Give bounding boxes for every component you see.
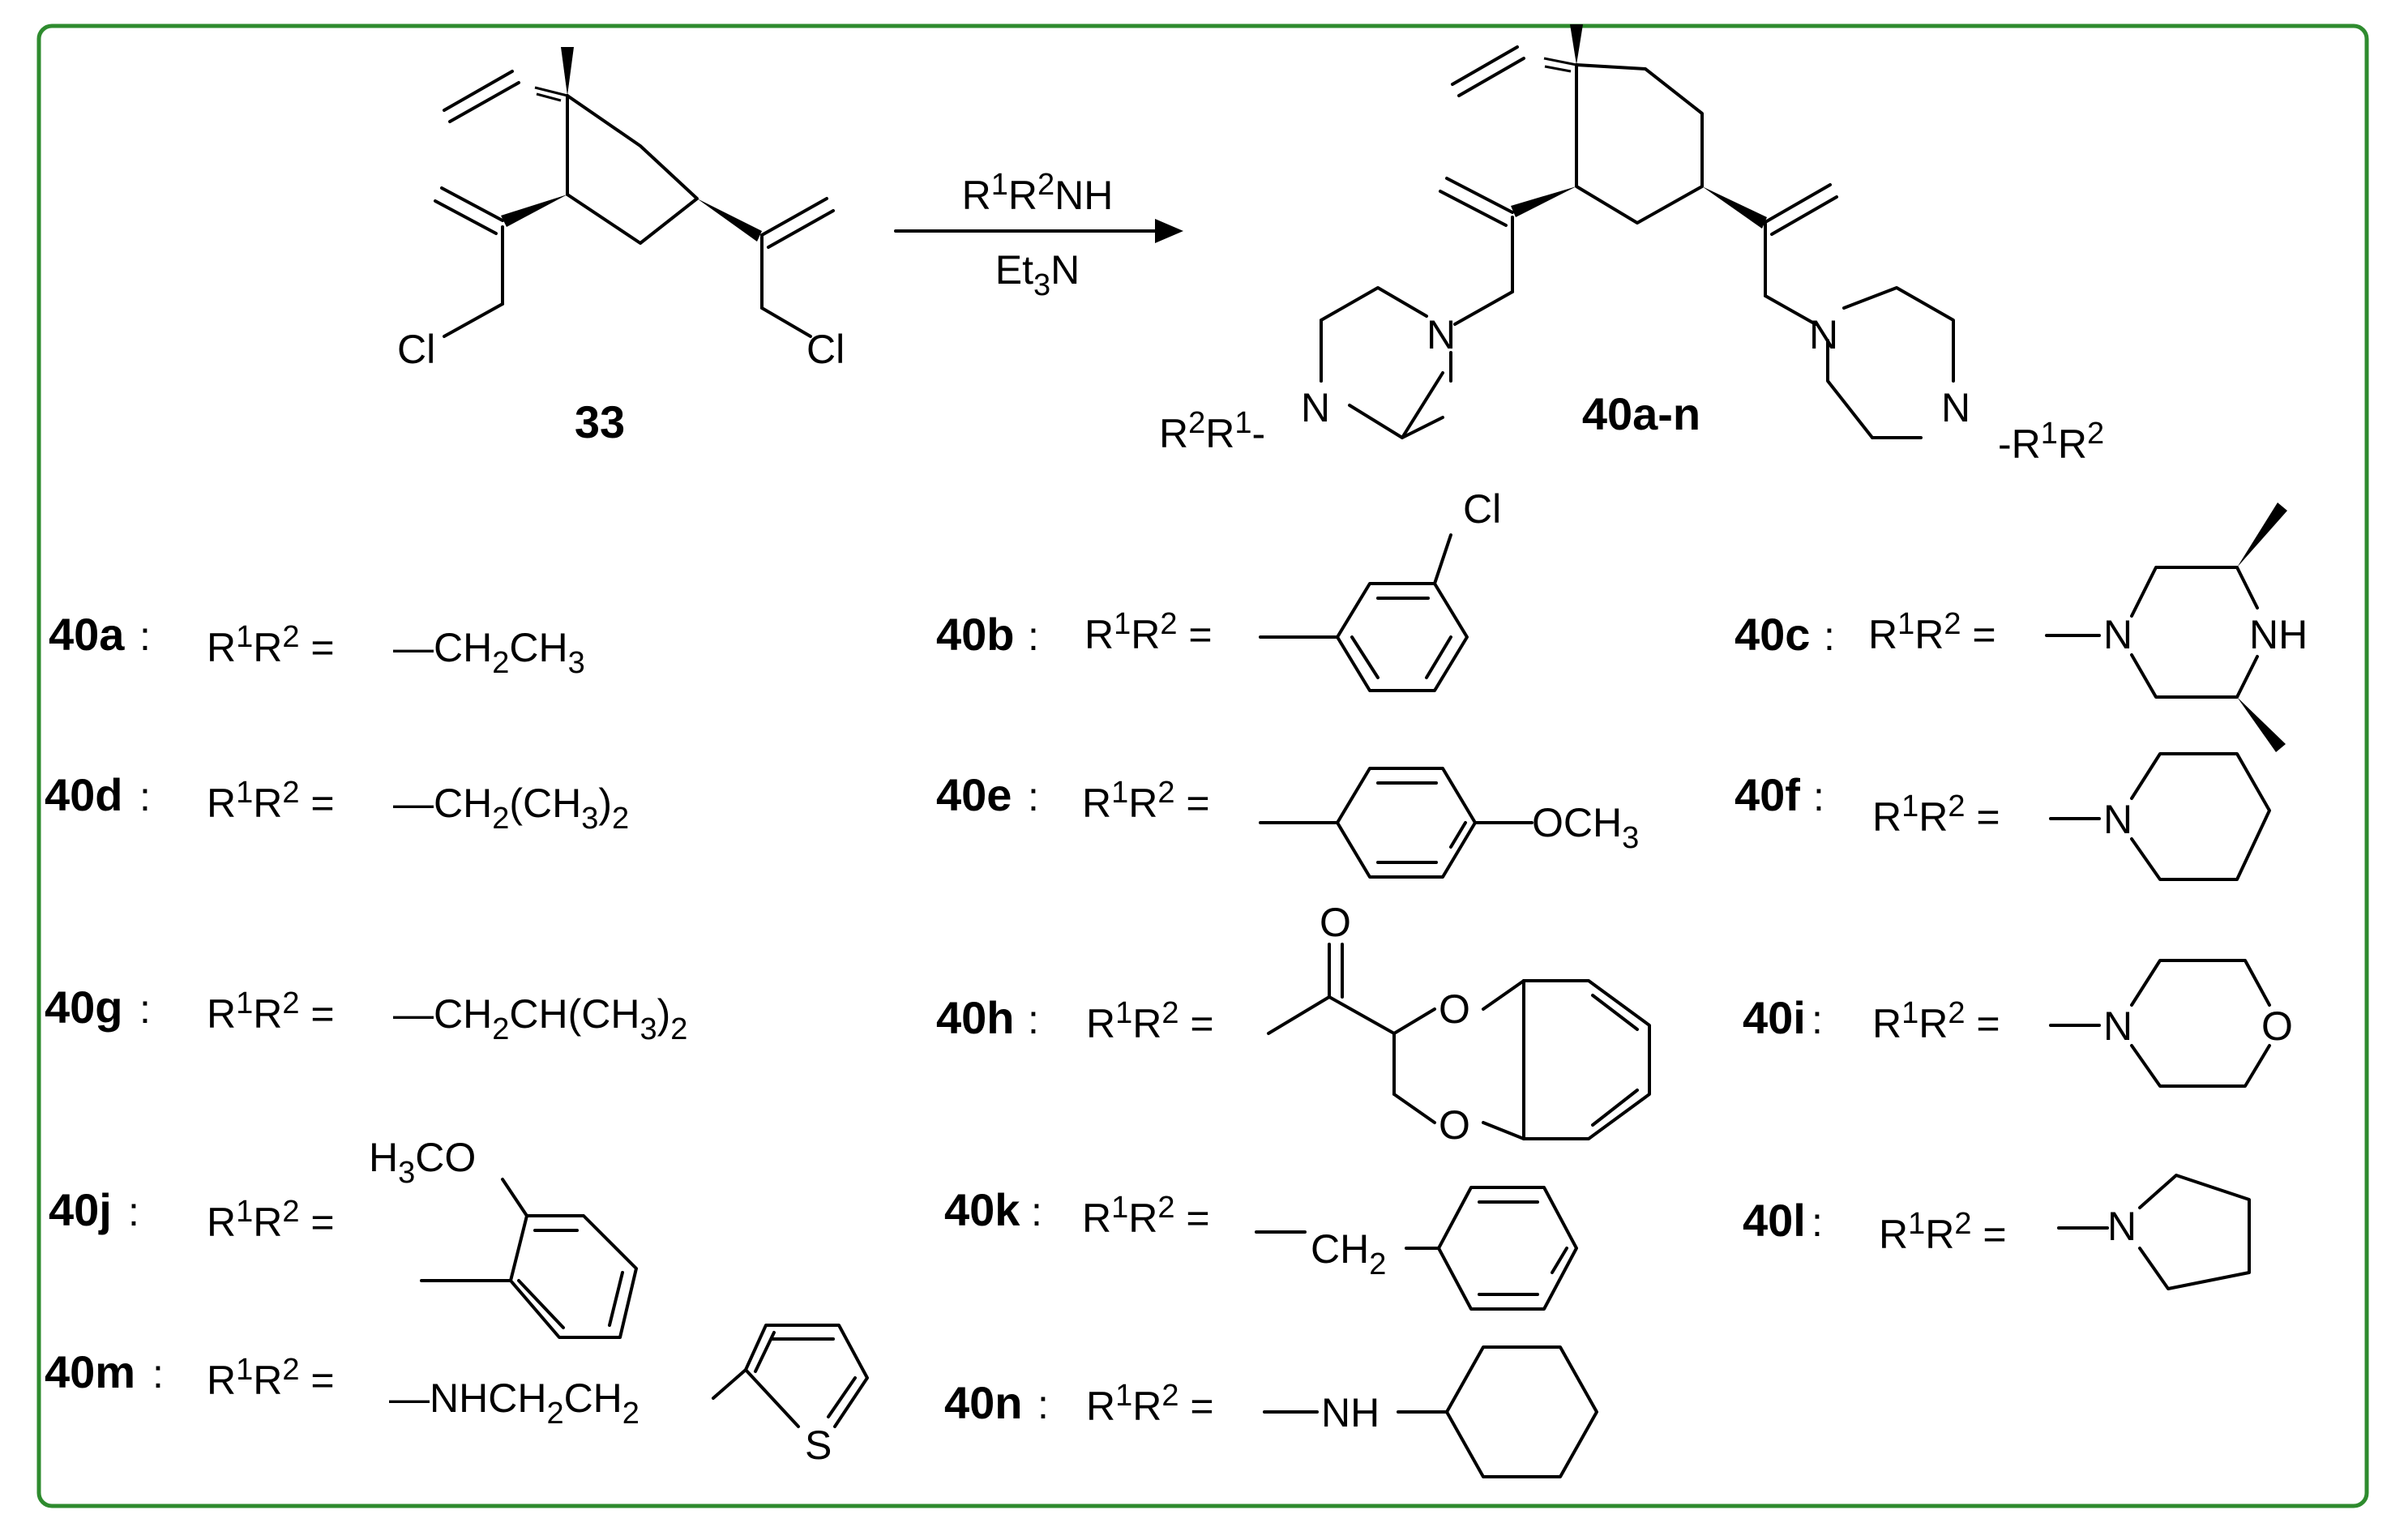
entry-atom-40l: N <box>2107 1204 2137 1249</box>
entry-structure-40l <box>2057 1174 2251 1290</box>
entry-eq-40b: R1R2 = <box>1084 607 1213 657</box>
entry-eq-40g: R1R2 = <box>207 986 335 1037</box>
entry-eq-40i: R1R2 = <box>1872 996 2000 1046</box>
entry-id-40b: 40b <box>936 609 1015 660</box>
entry-id-40a: 40a <box>49 609 125 660</box>
reactant-33-structure <box>434 47 835 338</box>
entry-id-40h: 40h <box>936 992 1015 1043</box>
entry-colon-40j: : <box>128 1189 139 1234</box>
product-substituent-right: -R1R2 <box>1998 417 2104 467</box>
product-label: 40a-n <box>1582 388 1700 439</box>
entry-group-40d: —CH2(CH3)2 <box>393 781 629 836</box>
entry-structure-40c <box>2045 503 2287 752</box>
scheme-border <box>36 24 2369 1508</box>
entry-atom-40k: CH2 <box>1311 1226 1386 1281</box>
product-structure <box>1320 24 1955 439</box>
reagent-bottom: Et3N <box>995 247 1080 302</box>
entry-atom-40i-n: N <box>2103 1003 2132 1049</box>
entry-structure-40b <box>1259 533 1469 692</box>
entry-id-40n: 40n <box>944 1377 1023 1428</box>
entry-id-40e: 40e <box>936 769 1012 820</box>
product-n-right-top: N <box>1809 312 1838 357</box>
entry-eq-40j: R1R2 = <box>207 1195 335 1245</box>
product-n-right-bottom: N <box>1941 385 1970 430</box>
entry-structure-40h <box>1267 943 1651 1140</box>
entry-colon-40c: : <box>1824 614 1835 659</box>
entry-atom-40e: OCH3 <box>1532 800 1639 855</box>
entry-structure-40m <box>712 1324 869 1428</box>
entry-id-40c: 40c <box>1735 609 1810 660</box>
entry-eq-40f: R1R2 = <box>1872 789 2000 840</box>
entry-atom-40i-o: O <box>2261 1003 2293 1049</box>
entry-structure-40f <box>2049 752 2271 881</box>
entry-atom-40h-ring-o1: O <box>1439 986 1470 1032</box>
reactant-cl-right: Cl <box>806 327 845 372</box>
entry-atom-40n: NH <box>1321 1390 1380 1435</box>
entry-id-40m: 40m <box>45 1346 135 1397</box>
entry-atom-40m: S <box>805 1422 832 1468</box>
entry-eq-40m: R1R2 = <box>207 1353 335 1403</box>
entry-colon-40m: : <box>152 1351 164 1397</box>
entry-colon-40k: : <box>1031 1189 1042 1234</box>
entry-colon-40b: : <box>1028 614 1039 659</box>
entry-colon-40l: : <box>1812 1200 1823 1245</box>
entry-atom-40c-n: N <box>2103 612 2132 657</box>
entry-id-40k: 40k <box>944 1184 1020 1235</box>
entry-atom-40h-ring-o2: O <box>1439 1102 1470 1148</box>
product-n-left-top: N <box>1427 312 1456 357</box>
entry-colon-40n: : <box>1037 1382 1049 1427</box>
entry-colon-40i: : <box>1812 997 1823 1042</box>
reagent-top: R1R2NH <box>962 168 1114 218</box>
entry-id-40j: 40j <box>49 1184 112 1235</box>
entry-structure-40k <box>1255 1186 1578 1311</box>
entry-eq-40e: R1R2 = <box>1082 776 1210 826</box>
entry-id-40f: 40f <box>1735 769 1800 820</box>
entry-group-40a: —CH2CH3 <box>393 625 585 680</box>
entry-colon-40g: : <box>139 986 151 1032</box>
product-substituent-left: R2R1- <box>1159 406 1265 456</box>
entry-eq-40c: R1R2 = <box>1868 607 1996 657</box>
entry-id-40i: 40i <box>1743 992 1806 1043</box>
reactant-label: 33 <box>575 396 625 447</box>
entry-eq-40a: R1R2 = <box>207 620 335 670</box>
entry-atom-40h-carbonyl: O <box>1320 900 1351 945</box>
entry-group-40g: —CH2CH(CH3)2 <box>393 991 687 1046</box>
entry-structure-40n <box>1263 1345 1598 1478</box>
entry-id-40g: 40g <box>45 982 123 1033</box>
entry-colon-40e: : <box>1028 774 1039 819</box>
entry-colon-40d: : <box>139 774 151 819</box>
product-n-left-bottom: N <box>1301 385 1330 430</box>
entry-colon-40a: : <box>139 614 151 659</box>
reactant-cl-left: Cl <box>397 327 435 372</box>
entry-atom-40b: Cl <box>1463 486 1501 532</box>
entry-eq-40d: R1R2 = <box>207 776 335 826</box>
entry-eq-40l: R1R2 = <box>1879 1207 2007 1257</box>
entry-id-40d: 40d <box>45 769 123 820</box>
entry-eq-40n: R1R2 = <box>1086 1379 1214 1429</box>
entry-atom-40j: H3CO <box>369 1135 476 1190</box>
entry-atom-40c-nh: NH <box>2249 612 2308 657</box>
entry-id-40l: 40l <box>1743 1195 1806 1246</box>
entry-structure-40j <box>420 1178 638 1339</box>
entry-atom-40f: N <box>2103 797 2132 842</box>
entry-structure-40i <box>2049 959 2271 1088</box>
entry-structure-40e <box>1259 767 1534 879</box>
entry-group-40m: —NHCH2CH2 <box>389 1375 639 1431</box>
entry-colon-40h: : <box>1028 997 1039 1042</box>
reaction-arrow <box>894 219 1183 243</box>
entry-colon-40f: : <box>1813 774 1824 819</box>
entry-eq-40k: R1R2 = <box>1082 1191 1210 1241</box>
entry-eq-40h: R1R2 = <box>1086 996 1214 1046</box>
